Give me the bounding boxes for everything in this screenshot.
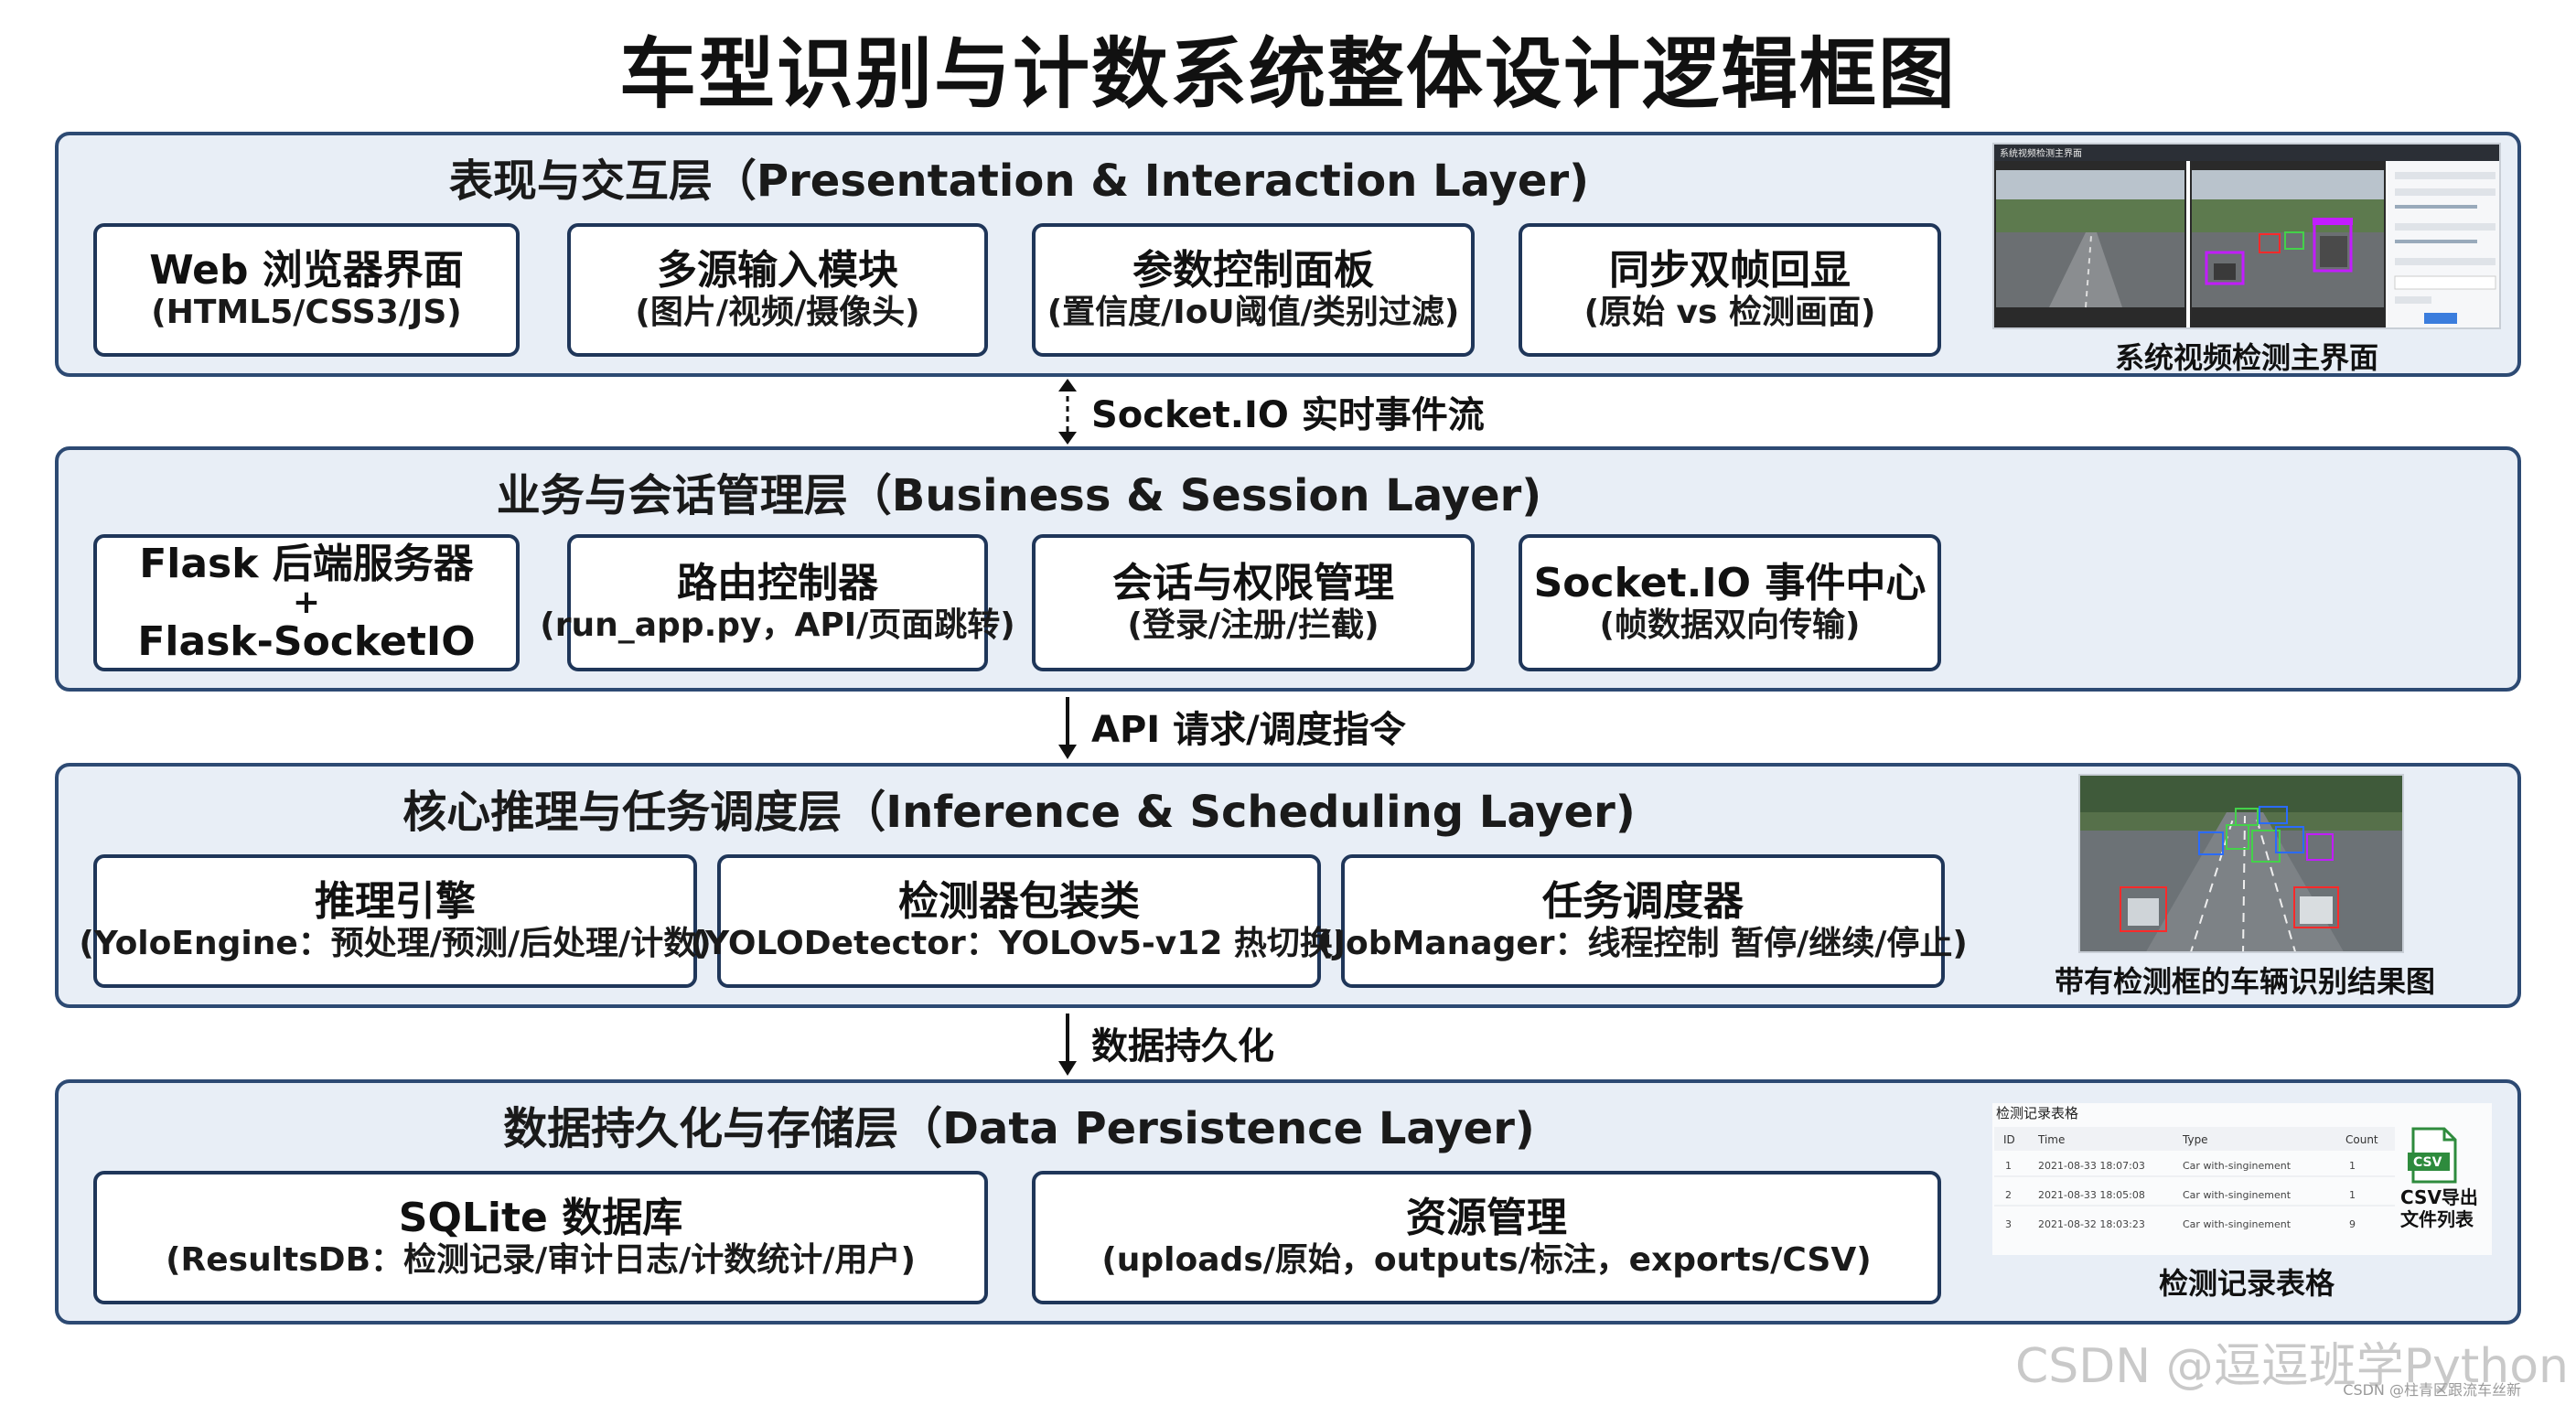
box-sqlite-db: SQLite 数据库 (ResultsDB：检测记录/审计日志/计数统计/用户) (93, 1171, 988, 1304)
box-route-controller: 路由控制器 (run_app.py，API/页面跳转) (540, 534, 1015, 671)
connector-label: Socket.IO 实时事件流 (1091, 394, 1485, 436)
box-multi-input: 多源输入模块 (图片/视频/摄像头) (567, 223, 988, 357)
box-web-browser: Web 浏览器界面 (HTML5/CSS3/JS) (93, 223, 520, 357)
connector-persistence: 数据持久化 (1057, 1010, 1274, 1076)
svg-text:检测记录表格: 检测记录表格 (1996, 1105, 2078, 1121)
box-job-manager: 任务调度器 (JobManager：线程控制 暂停/继续/停止) (1318, 854, 1968, 988)
svg-text:ID: ID (2003, 1133, 2015, 1146)
svg-text:Car with-singinement: Car with-singinement (2183, 1218, 2292, 1230)
svg-text:文件列表: 文件列表 (2400, 1208, 2474, 1230)
svg-text:2: 2 (2005, 1189, 2012, 1201)
page-title: 车型识别与计数系统整体设计逻辑框图 (618, 29, 1957, 119)
down-arrow-icon (1058, 697, 1077, 759)
box-param-panel: 参数控制面板 (置信度/IoU阈值/类别过滤) (1032, 223, 1475, 357)
detection-result-graphic (2080, 776, 2402, 951)
layer-title: 核心推理与任务调度层（Inference & Scheduling Layer) (402, 787, 1636, 838)
inference-scheduling-layer: 核心推理与任务调度层（Inference & Scheduling Layer)… (55, 763, 2521, 1008)
svg-text:Car with-singinement: Car with-singinement (2183, 1160, 2292, 1172)
csv-file-icon: CSV (2408, 1127, 2457, 1184)
box-resource-mgmt: 资源管理 (uploads/原始，outputs/标注，exports/CSV) (1032, 1171, 1941, 1304)
layer-title: 数据持久化与存储层（Data Persistence Layer) (503, 1103, 1535, 1154)
connector-label: 数据持久化 (1091, 1025, 1274, 1067)
down-arrow-icon (1058, 1014, 1077, 1076)
detection-result-thumbnail (2078, 774, 2404, 953)
svg-text:Time: Time (2037, 1133, 2065, 1146)
detection-caption: 带有检测框的车辆识别结果图 (2054, 964, 2435, 999)
business-session-layer: 业务与会话管理层（Business & Session Layer) Flask… (55, 446, 2521, 692)
svg-text:Type: Type (2182, 1133, 2208, 1146)
box-socketio-hub: Socket.IO 事件中心 (帧数据双向传输) (1519, 534, 1941, 671)
box-yolo-engine: 推理引擎 (YoloEngine：预处理/预测/后处理/计数) (79, 854, 712, 988)
svg-text:系统视频检测主界面: 系统视频检测主界面 (2000, 147, 2082, 159)
svg-text:2021-08-33 18:05:08: 2021-08-33 18:05:08 (2038, 1189, 2145, 1201)
ui-screenshot-thumbnail: 系统视频检测主界面 (1992, 143, 2501, 329)
box-session-auth: 会话与权限管理 (登录/注册/拦截) (1032, 534, 1475, 671)
box-yolo-detector: 检测器包装类 (YOLODetector：YOLOv5-v12 热切换) (691, 854, 1347, 988)
svg-text:1: 1 (2005, 1160, 2012, 1172)
svg-text:CSV: CSV (2413, 1155, 2442, 1170)
thumbnail-caption: 系统视频检测主界面 (2114, 340, 2378, 375)
layer-title: 业务与会话管理层（Business & Session Layer) (496, 470, 1542, 521)
double-arrow-icon (1058, 379, 1077, 445)
svg-text:1: 1 (2349, 1160, 2356, 1172)
svg-text:CSV导出: CSV导出 (2400, 1186, 2478, 1208)
svg-text:2021-08-32 18:03:23: 2021-08-32 18:03:23 (2038, 1218, 2145, 1230)
svg-text:Count: Count (2345, 1133, 2378, 1146)
connector-label: API 请求/调度指令 (1091, 709, 1406, 751)
table-caption: 检测记录表格 (2158, 1266, 2334, 1301)
csdn-watermark-small: CSDN @柱青区跟流车丝新 (2343, 1381, 2521, 1399)
layer-title: 表现与交互层（Presentation & Interaction Layer) (448, 156, 1590, 207)
records-table-thumbnail: 检测记录表格 ID Time Type Count 1 2021-08-33 1… (1992, 1103, 2492, 1255)
svg-text:3: 3 (2005, 1218, 2012, 1230)
svg-text:2021-08-33 18:07:03: 2021-08-33 18:07:03 (2038, 1160, 2145, 1172)
ui-screenshot-graphic: 系统视频检测主界面 (1994, 145, 2499, 327)
csdn-watermark: CSDN @逗逗班学Python (2014, 1339, 2569, 1394)
records-table-graphic: 检测记录表格 ID Time Type Count 1 2021-08-33 1… (1994, 1105, 2478, 1230)
svg-text:Car with-singinement: Car with-singinement (2183, 1189, 2292, 1201)
connector-socketio: Socket.IO 实时事件流 (1057, 379, 1485, 445)
presentation-layer: 表现与交互层（Presentation & Interaction Layer)… (55, 132, 2521, 377)
svg-text:9: 9 (2349, 1218, 2356, 1230)
box-dual-frame: 同步双帧回显 (原始 vs 检测画面) (1519, 223, 1941, 357)
data-persistence-layer: 数据持久化与存储层（Data Persistence Layer) SQLite… (55, 1079, 2521, 1325)
svg-text:1: 1 (2349, 1189, 2356, 1201)
box-flask-server: Flask 后端服务器 + Flask-SocketIO (93, 534, 520, 671)
connector-api: API 请求/调度指令 (1057, 693, 1406, 759)
